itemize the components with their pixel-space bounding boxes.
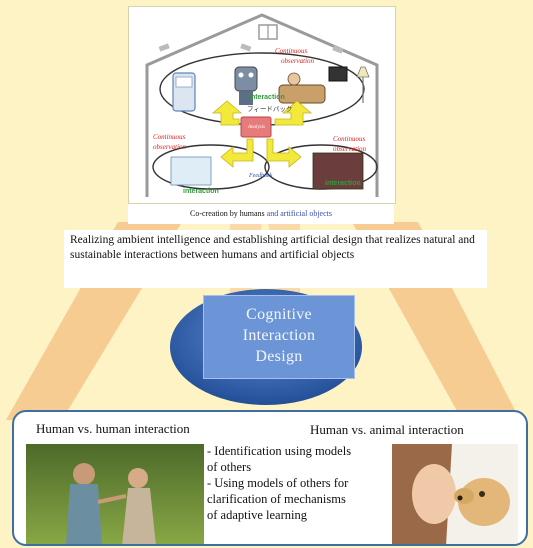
- label-feedback-en: Feedback: [248, 173, 273, 179]
- human-animal-title: Human vs. animal interaction: [310, 422, 464, 437]
- dog-photo: [392, 444, 518, 544]
- house-outline: [145, 13, 379, 197]
- lamp-icon: [356, 66, 370, 78]
- yellow-arrow-up-right: [274, 100, 313, 126]
- kids-photo: [26, 444, 204, 544]
- bottom-left-loop: [152, 144, 270, 190]
- label-analysis: Analysis: [247, 125, 265, 130]
- label-continuous-left-1: Continuous: [153, 133, 186, 141]
- label-interaction-right: interaction: [325, 180, 361, 187]
- figure-caption: Co-creation by humans and artificial obj…: [128, 204, 394, 224]
- human-human-title: Human vs. human interaction: [36, 421, 190, 436]
- label-interaction-left: interaction: [183, 188, 219, 195]
- tv-icon: [328, 66, 348, 82]
- cognitive-interaction-design-box: Cognitive Interaction Design: [203, 295, 355, 379]
- label-continuous-right-1: Continuous: [333, 135, 366, 143]
- label-feedback-jp: フィードバック: [247, 105, 292, 113]
- realizing-statement: Realizing ambient intelligence and estab…: [64, 230, 487, 288]
- yellow-arrow-down-right: [266, 138, 302, 168]
- bullet-2-line-2: clarification of mechanisms: [207, 492, 346, 506]
- bullet-1-line-1: - Identification using models: [207, 444, 352, 458]
- interaction-panel: Human vs. human interaction Human vs. an…: [12, 410, 528, 546]
- bullet-list: - Identification using models of others …: [207, 443, 407, 523]
- bullet-2-line-3: of adaptive learning: [207, 508, 307, 522]
- label-continuous-top-2: observation: [281, 57, 315, 65]
- robot-icon: [234, 66, 258, 92]
- cid-line-2: Interaction: [242, 327, 316, 344]
- tv-scene-icon: [312, 152, 364, 190]
- label-continuous-left-2: observation: [153, 143, 187, 151]
- label-continuous-top-1: Continuous: [275, 47, 308, 55]
- camera-icon: [240, 43, 252, 52]
- cid-line-3: Design: [255, 348, 303, 365]
- label-continuous-right-2: observation: [333, 145, 367, 153]
- label-interaction-top: interaction: [249, 94, 285, 101]
- house-illustration: Continuous observation Continuous observ…: [128, 6, 396, 204]
- sofa-icon: [278, 84, 326, 104]
- bullet-2-line-1: - Using models of others for: [207, 476, 349, 490]
- yellow-arrow-up-left: [211, 100, 243, 126]
- kids-scene-icon: [170, 156, 212, 186]
- camera-icon: [332, 45, 344, 54]
- yellow-arrow-down-left: [220, 138, 254, 168]
- caption-humans: Co-creation by humans: [190, 209, 265, 218]
- camera-icon: [158, 43, 170, 52]
- caption-artificial-objects: and artificial objects: [264, 209, 332, 218]
- bullet-1-line-2: of others: [207, 460, 252, 474]
- cid-line-1: Cognitive: [246, 306, 312, 323]
- analysis-hub: [240, 116, 272, 138]
